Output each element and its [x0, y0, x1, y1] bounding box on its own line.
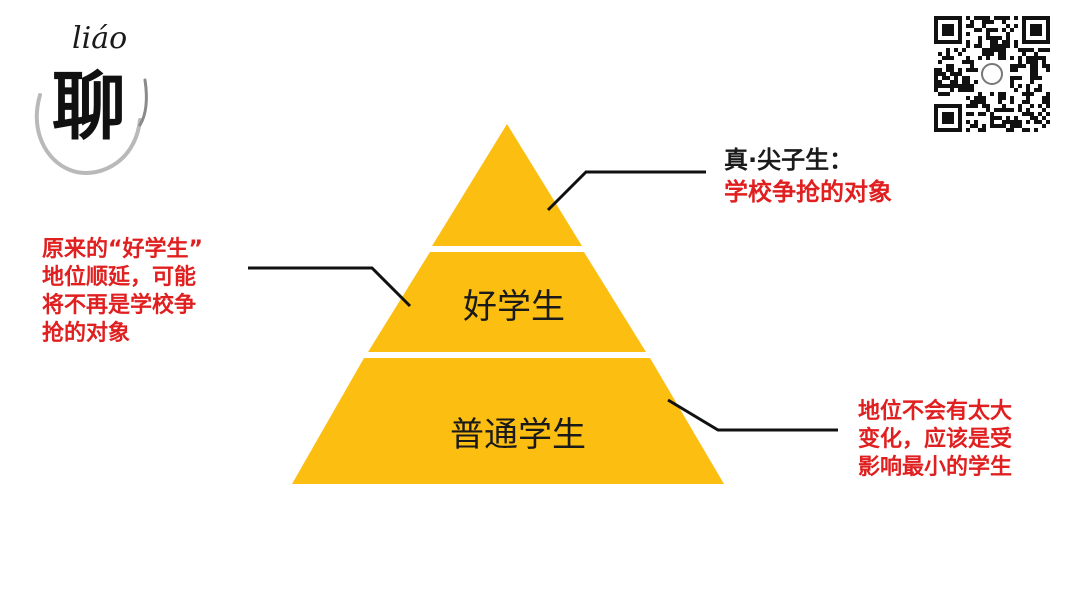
annotation-middle: 原来的“好学生” 地位顺延，可能 将不再是学校争 抢的对象 — [42, 236, 203, 346]
qr-code-icon — [934, 16, 1050, 132]
logo-pinyin: liáo — [72, 21, 127, 56]
pyramid-tier-top — [432, 124, 582, 246]
leader-line-bottom — [667, 398, 838, 432]
leader-lines — [248, 170, 838, 432]
tier-label-good-students: 好学生 — [463, 287, 565, 327]
annotation-bottom-line: 地位不会有太大 — [858, 398, 1012, 424]
leader-line-middle — [248, 266, 412, 308]
annotation-bottom: 地位不会有太大 变化，应该是受 影响最小的学生 — [858, 398, 1012, 480]
leader-line-top — [546, 170, 706, 212]
annotation-middle-line: 将不再是学校争 — [42, 292, 196, 318]
brush-logo: liáo 聊 — [34, 21, 148, 175]
logo-character: 聊 — [52, 64, 126, 150]
annotation-middle-line: 地位顺延，可能 — [42, 264, 196, 290]
pyramid-tier-middle — [368, 252, 646, 352]
tier-label-ordinary-students: 普通学生 — [450, 415, 586, 455]
pyramid: 好学生 普通学生 — [292, 124, 724, 484]
annotation-top: 真·尖子生： 学校争抢的对象 — [724, 146, 892, 206]
annotation-bottom-line: 变化，应该是受 — [858, 426, 1012, 452]
annotation-top-detail: 学校争抢的对象 — [724, 178, 892, 206]
brush-circle-icon — [34, 93, 142, 175]
annotation-bottom-line: 影响最小的学生 — [858, 454, 1012, 480]
brush-stroke-icon — [138, 78, 148, 127]
annotation-middle-line: 抢的对象 — [42, 320, 130, 346]
annotation-middle-line: 原来的“好学生” — [42, 236, 203, 262]
pyramid-tier-bottom — [292, 358, 724, 484]
annotation-top-title: 真·尖子生： — [724, 146, 853, 174]
